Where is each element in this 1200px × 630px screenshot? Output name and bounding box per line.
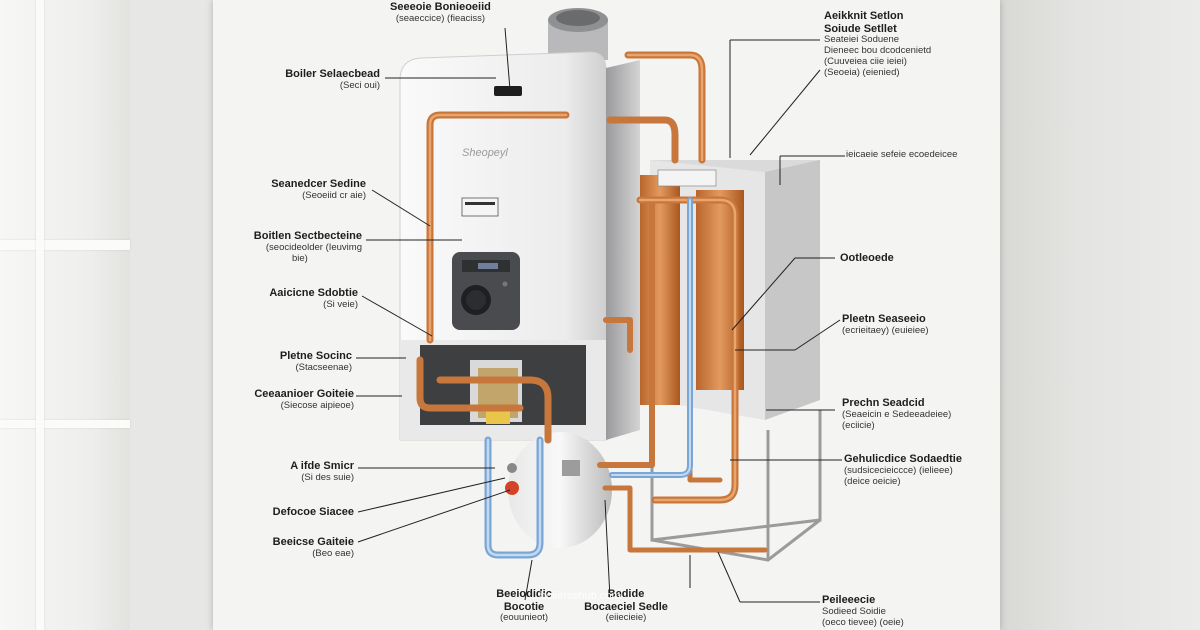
label-sub: (deice oeicie) <box>844 475 901 487</box>
label-title: Beeiodidic <box>496 588 552 600</box>
label-sub: bie) <box>292 252 308 264</box>
label-bottom-3: Peileeecie Sodieed Soidie (oeco tievee) … <box>822 594 904 628</box>
label-sub: (Beo eae) <box>312 547 354 559</box>
label-title: Bedide <box>607 588 645 600</box>
label-sub: (sudsicecieiccce) (ielieee) <box>844 464 953 476</box>
window-mullion <box>0 420 130 428</box>
leader-lines <box>356 27 845 603</box>
unit-plate <box>657 169 717 187</box>
label-title: Seeeoie Bonieoeiid <box>390 1 491 13</box>
label-sub: (Seoeia) (eienied) <box>824 67 900 79</box>
window-mullion <box>36 0 44 630</box>
label-title: Boitlen Sectbecteine <box>253 230 362 242</box>
label-left-7: A ifde Smicr (Si des suie) <box>236 460 354 484</box>
label-title: Pletne Socinc <box>279 350 352 362</box>
label-left-9: Beeicse Gaiteie (Beo eae) <box>236 536 354 560</box>
brand-text: Sheopeyl <box>462 147 508 159</box>
label-title: Prechn Seadcid <box>842 397 925 409</box>
label-title: Ceeaanioer Goiteie <box>254 388 354 400</box>
rating-plate <box>461 197 499 217</box>
label-sub: Bocotie <box>503 600 545 613</box>
rating-plate-text <box>465 202 495 205</box>
label-sub: (ecrieitaey) (euieiee) <box>842 324 929 336</box>
label-title: Aaicicne Sdobtie <box>269 287 358 299</box>
label-sub: (seocideolder (Ieuvimg <box>265 241 362 253</box>
label-sub: (Si des suie) <box>301 471 354 483</box>
label-top-center: Seeeoie Bonieoeiid (seaeccice) (fieaciss… <box>390 1 491 25</box>
label-title: Aeikknit Setlon <box>824 10 904 22</box>
label-sub: Seateiei Soduene <box>824 34 900 46</box>
label-title: Defocoe Siacee <box>272 506 354 518</box>
label-sub: (eiiecieie) <box>605 612 647 624</box>
expansion-tank <box>508 432 612 548</box>
label-right-1: Aeikknit Setlon Soiude Setllet Seateiei … <box>824 10 931 79</box>
label-title: Ootleoede <box>840 252 894 264</box>
unit-stand <box>650 410 822 562</box>
drain-cock <box>507 463 517 473</box>
label-sub: Dieneec bou dcodcenietd <box>824 45 932 57</box>
label-title: Pleetn Seaseeio <box>842 313 926 325</box>
window-frame <box>0 0 130 630</box>
label-sub: (Seoeiid cr aie) <box>302 189 366 201</box>
label-title: Gehulicdice Sodaedtie <box>844 453 962 465</box>
label-right-6: Gehulicdice Sodaedtie (sudsicecieiccce) … <box>844 453 962 487</box>
label-left-3: Boitlen Sectbecteine (seocideolder (Ieuv… <box>236 230 362 264</box>
label-sub: (Cuuveiea ciie ieiei) <box>824 56 907 68</box>
label-title: ieicaeie sefeie ecoedeicee <box>846 149 958 160</box>
label-bottom-1: Beeiodidic Bocotie (eouunieot) <box>478 588 570 624</box>
label-title: Seanedcer Sedine <box>271 178 366 190</box>
label-left-2: Seanedcer Sedine (Seoeiid cr aie) <box>246 178 366 202</box>
wall <box>1000 0 1200 630</box>
label-sub: (Si veie) <box>323 298 358 310</box>
label-sub: (oeco tievee) (oeie) <box>822 616 904 628</box>
label-sub: (Seci oui) <box>339 79 380 91</box>
label-title: A ifde Smicr <box>290 460 354 472</box>
label-bottom-2: Bedide Bocaeciel Sedle (eiiecieie) <box>578 588 674 624</box>
label-sub: (eouunieot) <box>499 612 549 624</box>
coil-left <box>640 175 680 405</box>
label-sub: (Stacseenae) <box>295 361 352 373</box>
label-left-1: Boiler Selaecbead (Seci oui) <box>260 68 380 92</box>
label-left-8: Defocoe Siacee <box>236 506 354 519</box>
vent-slot <box>494 86 522 96</box>
label-left-6: Ceeaanioer Goiteie (Siecose aipieoe) <box>230 388 354 412</box>
label-left-5: Pletne Socinc (Stacseenae) <box>230 350 352 374</box>
label-sub: (eciicie) <box>842 419 875 431</box>
valve-body <box>562 460 580 476</box>
label-title: Boiler Selaecbead <box>285 68 380 80</box>
label-sub: Bocaeciel Sedle <box>584 600 668 613</box>
watermark: boileroshub.com <box>540 590 621 602</box>
label-sub: Soiude Setllet <box>824 22 897 35</box>
label-title: Peileeecie <box>822 594 876 606</box>
label-left-4: Aaicicne Sdobtie (Si veie) <box>236 287 358 311</box>
window-mullion <box>0 240 130 250</box>
label-title: Beeicse Gaiteie <box>272 536 354 548</box>
label-sub: Sodieed Soidie <box>822 605 886 617</box>
label-right-2: ieicaeie sefeie ecoedeicee <box>846 149 958 161</box>
label-right-3: Ootleoede <box>840 252 894 265</box>
label-sub: (seaeccice) (fieaciss) <box>395 12 486 24</box>
burner-cutaway <box>400 340 606 440</box>
cold-water-pipes <box>484 197 693 559</box>
label-right-4: Pleetn Seaseeio (ecrieitaey) (euieiee) <box>842 313 929 337</box>
label-sub: (Siecose aipieoe) <box>280 399 354 411</box>
label-right-5: Prechn Seadcid (Seaeicin e Sedeeadeiee) … <box>842 397 951 431</box>
pressure-relief-valve <box>505 481 519 495</box>
label-sub: (Seaeicin e Sedeeadeiee) <box>842 408 952 420</box>
control-panel <box>452 252 520 330</box>
